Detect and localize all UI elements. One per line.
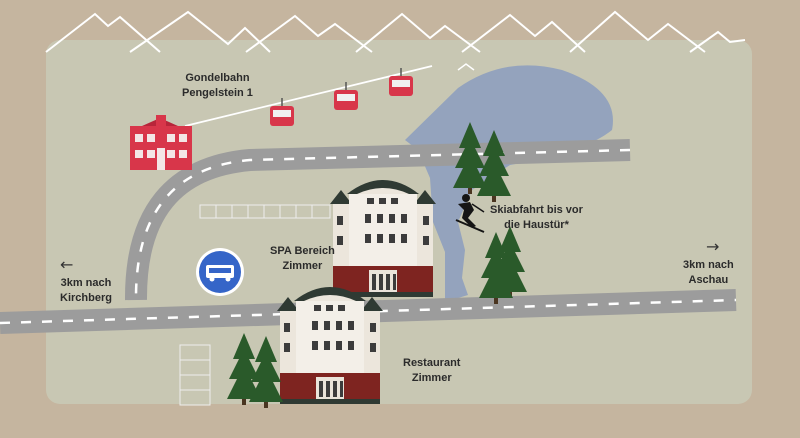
skier-icon (455, 194, 485, 233)
bus-stop-icon (196, 248, 244, 296)
parking-icon (179, 204, 331, 406)
hotel-icon (277, 287, 383, 404)
restaurant-label-line2: Zimmer (411, 372, 452, 384)
aschau-label-line1: 3km nach (683, 259, 734, 271)
gondola-label-line1: Gondelbahn (185, 72, 250, 84)
kirchberg-label-line2: Kirchberg (60, 292, 112, 304)
school-building-icon (130, 115, 192, 170)
aschau-label: 3km nach Aschau (683, 258, 734, 288)
gondola-cable (184, 65, 433, 127)
arrow-right-icon: → (706, 237, 720, 256)
kirchberg-label: 3km nach Kirchberg (60, 276, 112, 306)
restaurant-label-line1: Restaurant (403, 357, 461, 369)
spa-label-line1: SPA Bereich (270, 245, 335, 257)
hotel-icon (330, 180, 436, 297)
gondola-label: Gondelbahn Pengelstein 1 (182, 71, 253, 101)
ski-label: Skiabfahrt bis vor die Haustür* (490, 203, 583, 233)
gondola-label-line2: Pengelstein 1 (182, 87, 253, 99)
spa-label-line2: Zimmer (282, 260, 323, 272)
ski-slope (405, 65, 613, 302)
arrow-left-icon: ← (60, 255, 74, 274)
kirchberg-label-line1: 3km nach (60, 277, 112, 289)
ski-label-line1: Skiabfahrt bis vor (490, 204, 583, 216)
mountain-icon (45, 10, 746, 53)
ski-label-line2: die Haustür* (504, 219, 569, 231)
restaurant-label: Restaurant Zimmer (403, 356, 460, 386)
aschau-label-line2: Aschau (688, 274, 729, 286)
spa-label: SPA Bereich Zimmer (270, 244, 335, 274)
